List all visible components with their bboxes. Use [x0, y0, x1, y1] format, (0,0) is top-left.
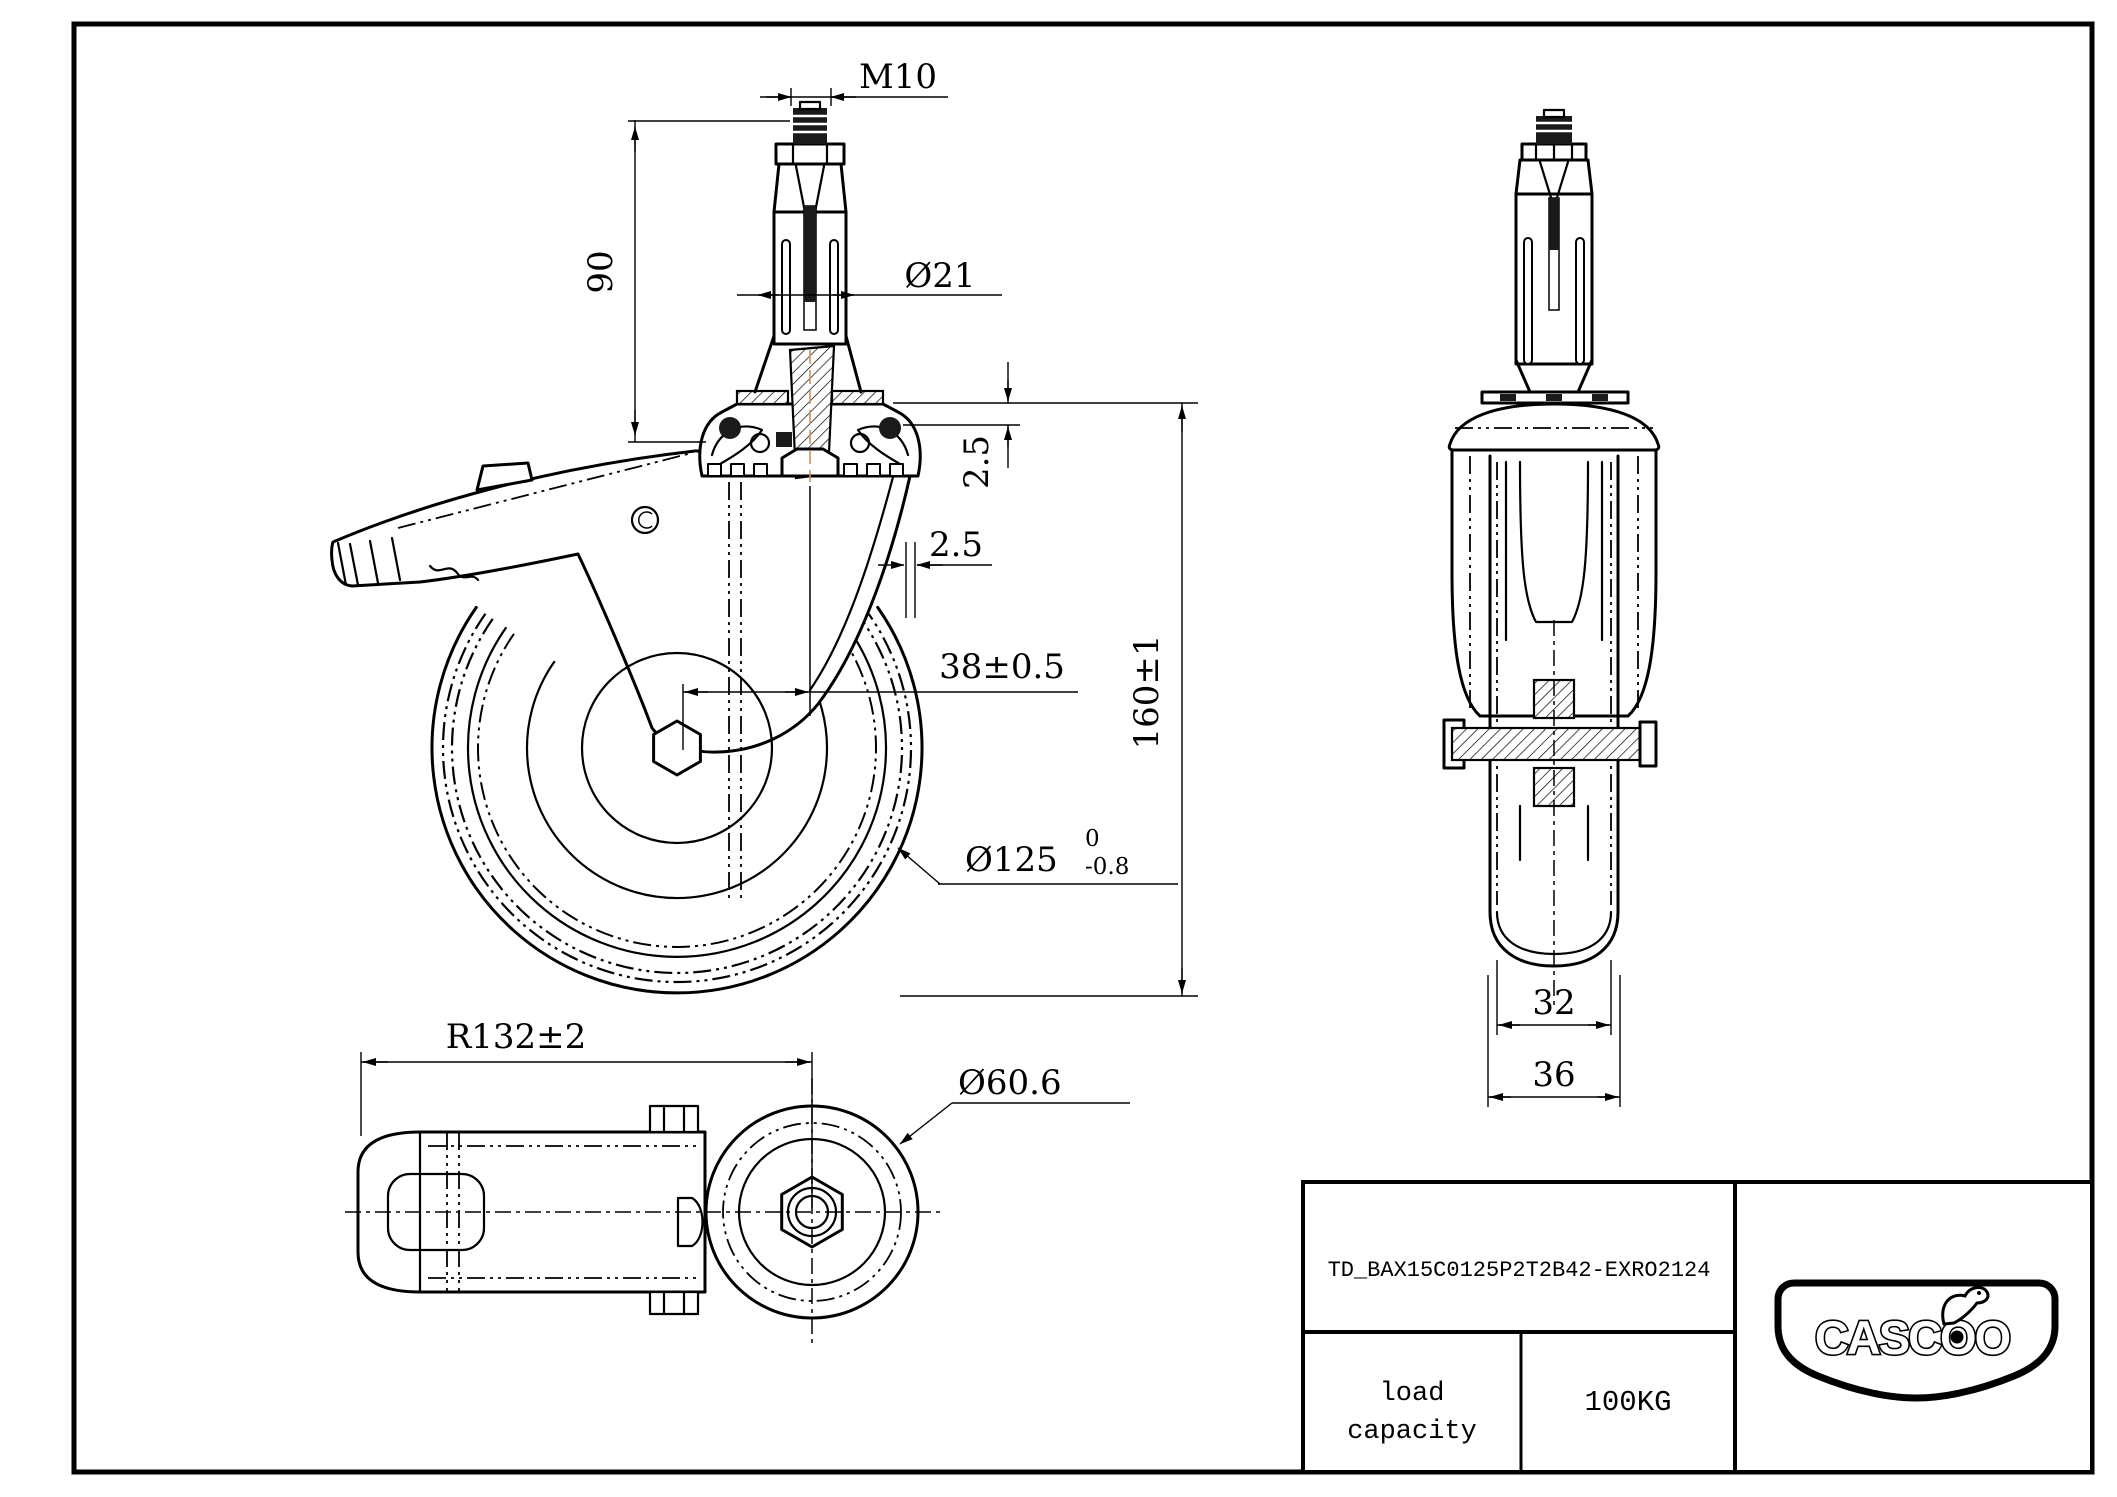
- dim-swivel-radius: R132±2: [360, 1017, 813, 1208]
- dimensions: M10 90 Ø21 2.5: [360, 57, 1621, 1208]
- ball-bearing: [879, 417, 901, 439]
- dim-label-90: 90: [581, 250, 621, 293]
- top-plate-right: [830, 389, 885, 406]
- dim-label-38: 38±0.5: [939, 647, 1065, 687]
- dim-stem-diameter: Ø21: [737, 256, 1002, 299]
- axle-nut: [652, 719, 702, 777]
- axle-bolt-section: [1450, 726, 1650, 762]
- dim-wheel-width-overall: 36: [1487, 975, 1621, 1107]
- dim-label-r132: R132±2: [446, 1017, 587, 1057]
- race-teeth: [707, 463, 904, 477]
- dim-wheel-diameter: Ø125 0 -0.8: [897, 826, 1178, 885]
- dim-label-32: 32: [1532, 983, 1575, 1023]
- top-plate-left: [735, 389, 790, 406]
- d-cutout: [676, 1196, 704, 1248]
- dim-plate-offset-v: 2.5: [893, 362, 1198, 489]
- fork-tab: [475, 461, 534, 492]
- brake-pedal: [336, 536, 402, 587]
- m10-stud: [793, 108, 827, 144]
- dim-hub-diameter: Ø60.6: [899, 1063, 1130, 1145]
- side-body: [1447, 390, 1661, 718]
- part-number: TD_BAX15C0125P2T2B42-EXRO2124: [1328, 1258, 1711, 1283]
- dim-label-25h: 2.5: [929, 525, 983, 565]
- wheel-hub-dot: [1950, 1330, 1964, 1344]
- dim-m10: M10: [760, 57, 948, 106]
- load-capacity-label-line1: load: [1380, 1379, 1445, 1409]
- dim-overall-height: 160±1: [900, 403, 1198, 997]
- ball-bearing: [719, 417, 741, 439]
- swivel-fork: [330, 449, 912, 898]
- dim-label-d125-tol-upper: 0: [1085, 826, 1100, 852]
- dim-label-d21: Ø21: [904, 256, 975, 296]
- front-wheel: [430, 605, 924, 995]
- axle-hub: [580, 651, 774, 845]
- dim-label-25v: 2.5: [957, 435, 997, 489]
- dim-label-m10: M10: [859, 57, 937, 97]
- front-view: [330, 100, 924, 995]
- plan-view: [345, 1078, 940, 1348]
- load-capacity-value: 100KG: [1584, 1386, 1671, 1419]
- dim-label-d606: Ø60.6: [958, 1063, 1062, 1103]
- bird-eye-dot: [1977, 1291, 1981, 1295]
- plan-bolts: [648, 1104, 700, 1316]
- logo-badge: [1774, 1279, 2059, 1402]
- cascoo-logo: CASCOO: [1774, 1279, 2059, 1402]
- brand-wordmark: CASCOO: [1815, 1311, 2010, 1364]
- dim-label-d125-tol-lower: -0.8: [1085, 854, 1129, 880]
- side-wheel-section: [1442, 454, 1658, 1005]
- dim-label-36: 36: [1532, 1055, 1575, 1095]
- side-view: [1442, 108, 1661, 1005]
- caster-bird-icon: [1941, 1286, 1990, 1326]
- dim-wheel-width-inner: 32: [1496, 960, 1612, 1035]
- dim-label-160: 160±1: [1127, 634, 1167, 749]
- expander-stem: [753, 100, 863, 716]
- adjust-screw: [630, 505, 660, 535]
- dim-stem-height: 90: [581, 120, 790, 443]
- dim-plate-offset-h: 2.5: [878, 525, 992, 618]
- side-stem: [1514, 108, 1594, 394]
- dim-axle-offset: 38±0.5: [682, 647, 1078, 750]
- swivel-dome: [1447, 402, 1661, 452]
- title-block: TD_BAX15C0125P2T2B42-EXRO2124 load capac…: [1301, 1180, 2094, 1474]
- dim-label-d125: Ø125: [965, 840, 1058, 880]
- sheet-border: [71, 21, 2095, 1475]
- load-capacity-label-line2: capacity: [1347, 1417, 1477, 1447]
